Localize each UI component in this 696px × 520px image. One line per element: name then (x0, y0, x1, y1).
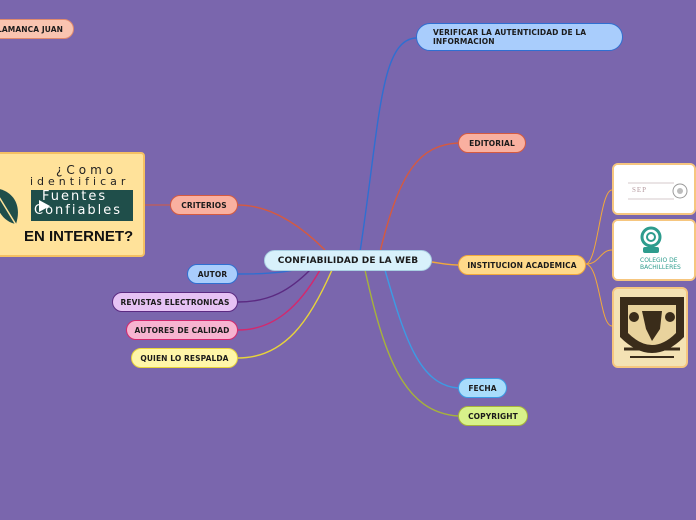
node-autor[interactable]: AUTOR (187, 264, 238, 284)
node-label: QUIEN LO RESPALDA (140, 354, 228, 363)
node-quien-lo-respalda[interactable]: QUIEN LO RESPALDA (131, 348, 238, 368)
connector-verificar (360, 38, 416, 252)
node-label: AUTOR (198, 270, 227, 279)
node-copyright[interactable]: COPYRIGHT (458, 406, 528, 426)
connector-logo-unam (586, 264, 612, 326)
sep-logo-text: SEP (632, 186, 647, 194)
connector-copyright (365, 270, 458, 416)
connector-logo-sep (586, 190, 612, 264)
node-label: CRITERIOS (181, 201, 227, 210)
node-revistas-electronicas[interactable]: REVISTAS ELECTRONICAS (112, 292, 238, 312)
colegio-bachilleres-logo-image[interactable]: COLEGIO DE BACHILLERES (612, 219, 696, 281)
node-fecha[interactable]: FECHA (458, 378, 507, 398)
thumbnail-text-en-internet: EN INTERNET? (24, 228, 133, 245)
sep-logo-image[interactable]: SEP (612, 163, 696, 215)
unam-shield-graphic (614, 289, 688, 368)
node-label: VERIFICAR LA AUTENTICIDAD DE LA INFORMAC… (433, 28, 593, 46)
connector-logo-colegio (586, 250, 612, 264)
node-institucion-academica[interactable]: INSTITUCION ACADEMICA (458, 255, 586, 275)
unam-shield-image[interactable] (612, 287, 688, 368)
connector-revistas (238, 270, 310, 302)
node-label: INSTITUCION ACADEMICA (467, 261, 576, 270)
central-topic[interactable]: CONFIABILIDAD DE LA WEB (264, 250, 432, 271)
node-criterios[interactable]: CRITERIOS (170, 195, 238, 215)
connector-autores-calidad (238, 270, 320, 330)
node-editorial[interactable]: EDITORIAL (458, 133, 526, 153)
node-label: AUTORES DE CALIDAD (135, 326, 230, 335)
node-autores-de-calidad[interactable]: AUTORES DE CALIDAD (126, 320, 238, 340)
node-label: SALAMANCA JUAN (0, 25, 63, 34)
sep-logo-graphic (614, 165, 696, 215)
connector-institucion (432, 262, 458, 265)
node-label: COPYRIGHT (468, 412, 518, 421)
node-label: REVISTAS ELECTRONICAS (121, 298, 230, 307)
node-label: EDITORIAL (469, 139, 515, 148)
leaf-icon (0, 184, 26, 234)
central-topic-label: CONFIABILIDAD DE LA WEB (278, 256, 418, 266)
node-label: FECHA (468, 384, 496, 393)
node-verificar-autenticidad[interactable]: VERIFICAR LA AUTENTICIDAD DE LA INFORMAC… (416, 23, 623, 51)
play-icon[interactable] (36, 198, 52, 214)
connector-editorial (380, 143, 458, 252)
node-salamanca-juan[interactable]: SALAMANCA JUAN (0, 19, 74, 39)
connector-criterios (238, 205, 325, 250)
video-thumbnail-fuentes-confiables[interactable]: ¿Como identificar Fuentes Confiables EN … (0, 152, 145, 257)
colegio-logo-graphic (614, 221, 696, 281)
colegio-logo-text: COLEGIO DE BACHILLERES (640, 257, 690, 271)
thumbnail-text-identificar: identificar (30, 175, 129, 188)
